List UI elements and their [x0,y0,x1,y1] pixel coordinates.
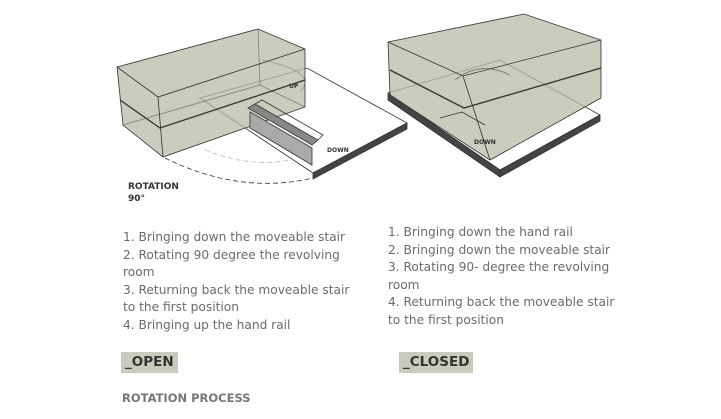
closed-platform-edge [499,114,601,178]
open-platform-edge [312,122,408,180]
open-room-edge [257,28,261,86]
list-item: 2. Bringing down the moveable stair [388,242,611,257]
open-tag: _OPEN [121,352,178,373]
hand-rail [254,99,324,141]
list-item: 1. Bringing down the hand rail [388,225,573,239]
open-room-edge [157,96,164,158]
open-steps-list: 1. Bringing down the moveable stair 2. R… [123,229,349,335]
moveable-stair-side [249,111,313,166]
down-label-open: DOWN [327,147,349,154]
down-label-closed: DOWN [474,139,496,146]
closed-floor-arc [454,68,511,81]
rotation-arc-ghost [204,149,291,163]
list-item: room [123,265,155,280]
list-item: 1. Bringing down the moveable stair [123,230,346,244]
list-item: 2. Rotating 90 degree the revolving [123,247,340,262]
closed-room-floor-line [389,67,602,109]
rotation-label: ROTATION [128,182,179,192]
list-item: to the first position [388,312,504,327]
closed-room-edge [462,75,491,161]
list-item: 3. Returning back the moveable stair [123,282,350,297]
closed-steps-list: 1. Bringing down the hand rail 2. Bringi… [388,224,614,330]
list-item: room [388,277,420,292]
list-item: to the first position [123,300,239,315]
list-item: 4. Returning back the moveable stair [388,295,615,310]
closed-stair-outline [439,111,486,126]
rotation-arc [164,157,314,184]
closed-state-drawing [387,13,602,178]
list-item: 4. Bringing up the hand rail [123,317,291,332]
closed-room-box [387,13,602,161]
footer-title: ROTATION PROCESS [122,391,251,405]
list-item: 3. Rotating 90- degree the revolving [388,260,610,275]
open-state-drawing [116,28,408,184]
closed-tag: _CLOSED [399,352,474,373]
open-room-floor-line [119,79,306,129]
up-label: UP [289,83,299,90]
rotation-angle: 90° [128,194,146,204]
